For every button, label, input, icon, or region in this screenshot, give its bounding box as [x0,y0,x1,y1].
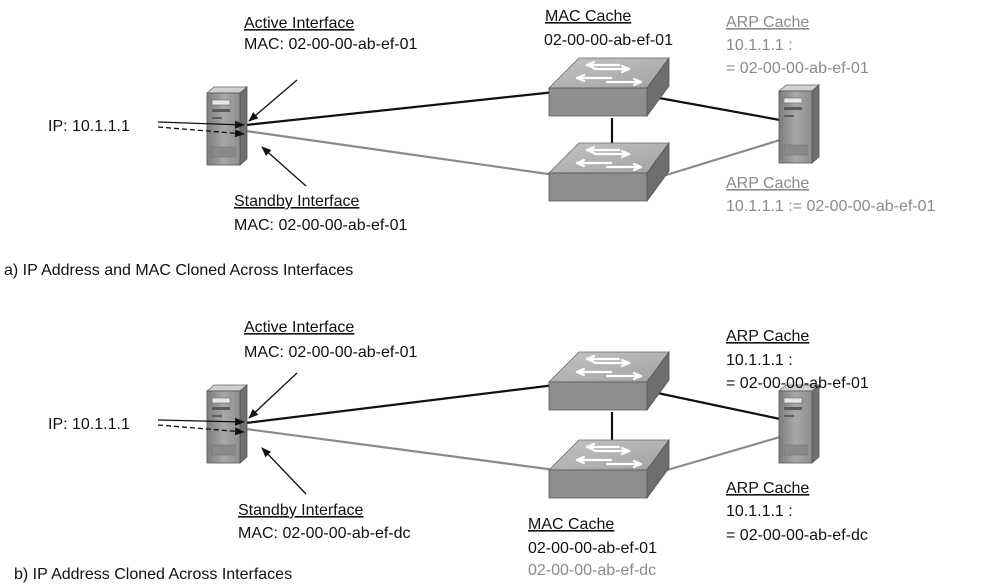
ip-label: IP: 10.1.1.1 [48,416,130,433]
arp-cache-bottom-line1: 10.1.1.1 := 02-00-00-ab-ef-01 [726,198,936,215]
standby-interface-arrow [261,447,307,495]
standby-link-b [245,427,556,472]
arp-cache-bottom-title: ARP Cache [726,480,809,497]
switch-server-link-b-bottom [649,435,781,477]
active-link-b [245,383,556,425]
standby-interface-mac: MAC: 02-00-00-ab-ef-dc [238,525,411,542]
server-icon [778,384,820,464]
active-interface-mac: MAC: 02-00-00-ab-ef-01 [244,36,418,53]
arp-cache-bottom-title: ARP Cache [726,175,809,192]
server-icon [206,86,248,166]
arp-cache-top-title: ARP Cache [726,328,809,345]
active-interface-mac: MAC: 02-00-00-ab-ef-01 [244,344,418,361]
ip-arrow-dashed [157,424,245,436]
standby-interface-title: Standby Interface [234,193,360,210]
panel-b: IP: 10.1.1.1 Active Interface MAC: 02-00… [14,319,869,583]
switch-icon [547,438,671,500]
switch-server-link-a-bottom [649,138,781,182]
switch-icon [547,141,671,203]
active-link-a [245,90,556,127]
arp-cache-top-title: ARP Cache [726,14,809,31]
server-icon [778,84,820,164]
arp-cache-top-line2: = 02-00-00-ab-ef-01 [726,60,869,77]
server-icon [206,384,248,464]
active-interface-arrow [248,79,298,122]
caption-b: b) IP Address Cloned Across Interfaces [14,566,292,583]
switch-server-link-b-top [647,389,781,421]
mac-cache-entry-1: 02-00-00-ab-ef-01 [528,540,657,557]
switch-server-link-a-top [647,94,781,122]
arp-cache-bottom-line1: 10.1.1.1 : [726,503,793,520]
arp-cache-top-line1: 10.1.1.1 : [726,37,793,54]
arp-cache-top-line1: 10.1.1.1 : [726,352,793,369]
arp-cache-bottom-line2: = 02-00-00-ab-ef-dc [726,527,868,544]
panel-a: IP: 10.1.1.1 Active Interface MAC: 02-00… [4,8,936,279]
active-interface-arrow [248,372,298,419]
standby-interface-arrow [261,146,307,187]
ip-arrow-solid [157,120,245,129]
switch-icon [547,350,671,412]
ip-label: IP: 10.1.1.1 [48,118,130,135]
active-interface-title: Active Interface [244,319,354,336]
ip-arrow-solid [157,417,245,426]
arp-cache-top-line2: = 02-00-00-ab-ef-01 [726,375,869,392]
mac-cache-title: MAC Cache [545,8,631,25]
mac-cache-entry: 02-00-00-ab-ef-01 [544,32,673,49]
standby-interface-mac: MAC: 02-00-00-ab-ef-01 [234,217,408,234]
standby-link-a [245,129,556,177]
standby-interface-title: Standby Interface [238,502,364,519]
mac-cache-entry-2: 02-00-00-ab-ef-dc [528,562,656,579]
active-interface-title: Active Interface [244,15,354,32]
switch-icon [547,56,671,118]
caption-a: a) IP Address and MAC Cloned Across Inte… [4,262,353,279]
ip-arrow-dashed [157,126,245,138]
mac-cache-title: MAC Cache [528,516,614,533]
